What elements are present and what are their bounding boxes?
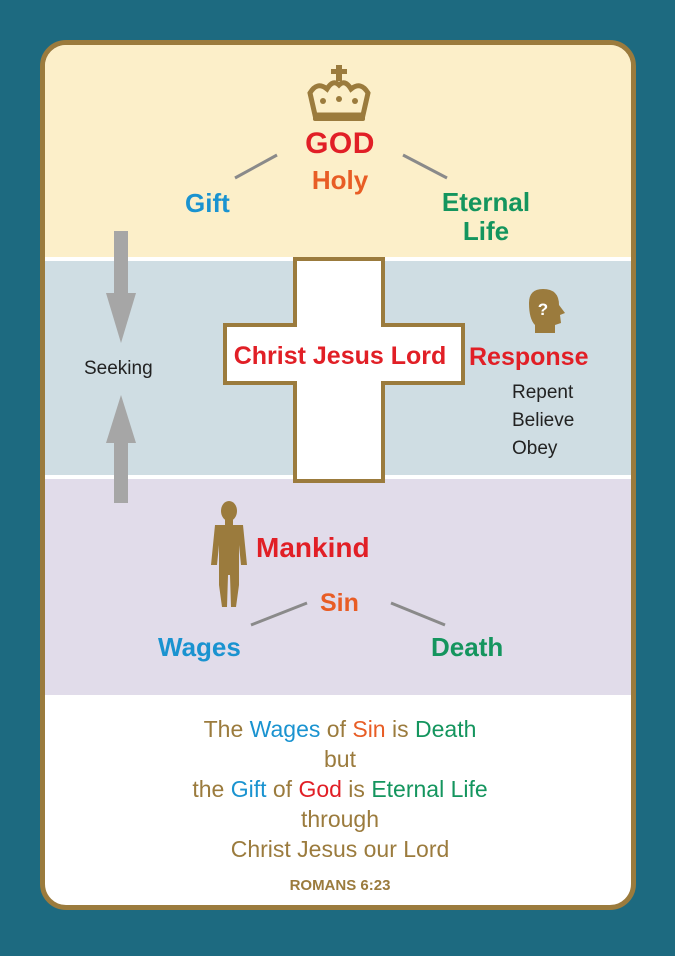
down-arrow-icon <box>106 231 136 343</box>
eternal-life-label: Eternal Life <box>441 187 531 246</box>
connector-line <box>234 153 278 180</box>
response-steps: Repent Believe Obey <box>512 379 574 463</box>
step-obey: Obey <box>512 438 558 459</box>
connector-line <box>250 601 308 627</box>
christ-jesus-lord-label: Christ Jesus Lord <box>233 342 447 370</box>
crown-icon <box>307 65 371 121</box>
scripture-verse: The Wages of Sin is Death but the Gift o… <box>45 714 631 864</box>
gift-label: Gift <box>185 188 230 218</box>
connector-line <box>402 153 448 180</box>
man-silhouette-icon <box>211 501 247 607</box>
verse-line-3: the Gift of God is Eternal Life <box>192 776 488 802</box>
diagram-graphics: ? <box>106 65 565 627</box>
wages-label: Wages <box>158 632 241 662</box>
response-label: Response <box>469 343 589 371</box>
cross-icon <box>223 257 465 483</box>
step-repent: Repent <box>512 382 574 403</box>
verse-line-1: The Wages of Sin is Death <box>203 716 477 742</box>
question-head-icon: ? <box>529 289 565 333</box>
mankind-section <box>45 479 631 695</box>
bridge-diagram-card: ? GOD Holy Gift Eternal Life Seeking Chr… <box>40 40 636 910</box>
up-arrow-icon <box>106 395 136 503</box>
mankind-label: Mankind <box>256 532 370 563</box>
verse-line-5: Christ Jesus our Lord <box>230 836 450 862</box>
verse-line-2: but <box>324 746 356 772</box>
step-believe: Believe <box>512 410 575 431</box>
svg-text:?: ? <box>538 300 548 319</box>
verse-line-4: through <box>300 806 379 832</box>
sin-label: Sin <box>320 589 359 617</box>
death-label: Death <box>431 632 504 662</box>
seeking-label: Seeking <box>84 358 153 379</box>
god-label: GOD <box>305 127 375 160</box>
verse-reference: ROMANS 6:23 <box>289 877 391 894</box>
connector-line <box>390 601 446 627</box>
holy-label: Holy <box>311 165 369 195</box>
